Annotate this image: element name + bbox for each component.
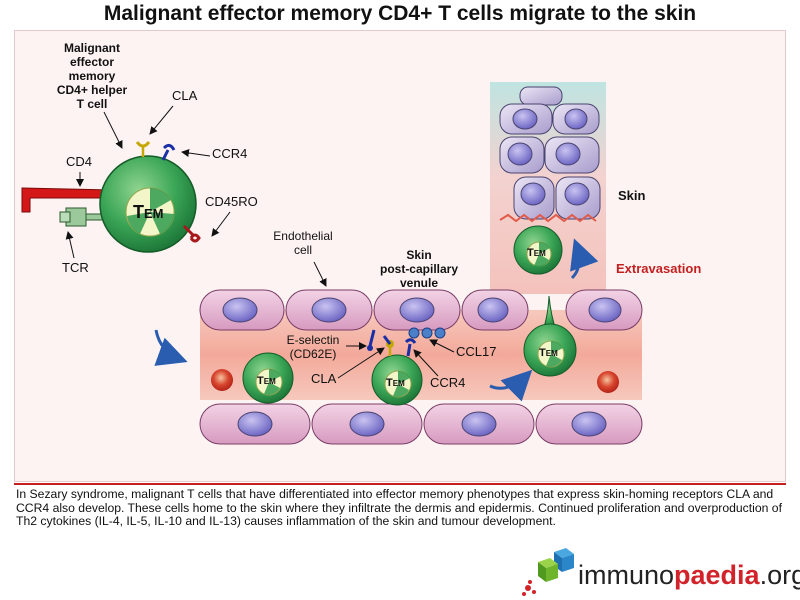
svg-text:TEM: TEM [386, 377, 405, 389]
adhered-t-cell: TEM [367, 329, 423, 406]
transmigrating-t-cell: TEM [523, 295, 577, 377]
svg-text:CD4+ helper: CD4+ helper [57, 83, 128, 97]
svg-text:TEM: TEM [257, 375, 276, 387]
venule-label-line3: venule [400, 276, 438, 290]
ccr4-bottom-label: CCR4 [430, 375, 465, 390]
skin-label: Skin [618, 188, 646, 203]
flow-arrow-left [154, 329, 188, 366]
ccr4-receptor [161, 143, 176, 161]
cell-name-label: Malignant effector memory CD4+ helper T … [57, 41, 128, 111]
cla-bottom-label: CLA [311, 371, 337, 386]
cd4-label: CD4 [66, 154, 92, 169]
venule-label-line2: post-capillary [380, 262, 458, 276]
flow-arrow-skin [570, 238, 599, 280]
svg-text:TEM: TEM [527, 247, 546, 259]
caption-divider [14, 483, 786, 485]
logo-text: immunopaedia.org [578, 560, 800, 590]
venule-label-line1: Skin [406, 248, 431, 262]
caption-text: In Sezary syndrome, malignant T cells th… [16, 487, 782, 529]
skin-t-cell: TEM [513, 225, 563, 275]
tem-main-label: TEM [133, 202, 164, 222]
svg-text:T cell: T cell [77, 97, 108, 111]
endothelial-label-line1: Endothelial [273, 229, 332, 243]
extravasation-label: Extravasation [616, 261, 701, 276]
cd45ro-molecule [182, 224, 201, 243]
svg-text:memory: memory [69, 69, 116, 83]
rolling-t-cell: TEM [242, 352, 294, 404]
red-blood-cell [597, 371, 619, 393]
immunopaedia-logo: immunopaedia.org [520, 548, 800, 598]
endothelial-label-line2: cell [294, 243, 312, 257]
diagram: TEM Malignant effector memory CD4+ helpe… [21, 41, 701, 445]
logo-cubes-icon [522, 548, 574, 596]
cla-top-label: CLA [172, 88, 198, 103]
cla-receptor [135, 141, 151, 157]
svg-text:TEM: TEM [539, 347, 558, 359]
red-blood-cell [211, 369, 233, 391]
t-cell-nucleus [125, 187, 175, 237]
svg-text:Malignant: Malignant [64, 41, 120, 55]
ccl17-chemokines [408, 327, 446, 339]
figure-title: Malignant effector memory CD4+ T cells m… [103, 2, 697, 25]
basement-membrane [499, 213, 597, 223]
main-t-cell: TEM [21, 141, 201, 253]
flow-arrow-vessel [489, 369, 533, 402]
ccr4-top-label: CCR4 [212, 146, 247, 161]
endothelial-bottom-row [199, 403, 643, 445]
eselectin-label-line1: E-selectin [287, 333, 340, 347]
tcr-label: TCR [62, 260, 89, 275]
eselectin-label-line2: (CD62E) [290, 347, 337, 361]
svg-text:effector: effector [70, 55, 114, 69]
cd45ro-label: CD45RO [205, 194, 258, 209]
endothelial-top-row [199, 289, 643, 331]
ccl17-label: CCL17 [456, 344, 496, 359]
tcr-molecule [59, 207, 115, 227]
